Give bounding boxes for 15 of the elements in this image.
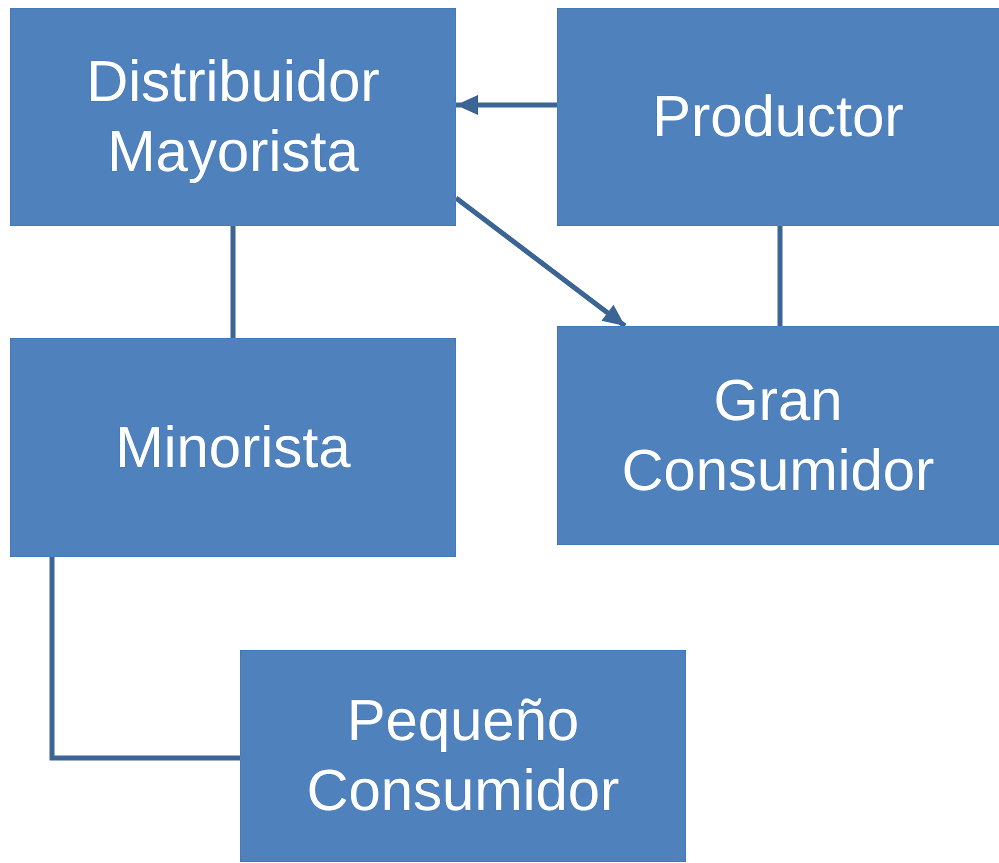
connector-line <box>778 226 782 326</box>
connector-line <box>50 557 240 760</box>
box-label: Distribuidor Mayorista <box>85 48 381 186</box>
box-label: Gran Consumidor <box>620 366 936 504</box>
process-box <box>557 326 999 545</box>
connector-line <box>230 226 236 338</box>
box-label: Pequeño Consumidor <box>306 687 620 825</box>
process-box <box>10 338 456 557</box>
box-label: Minorista <box>115 414 351 482</box>
process-box <box>557 8 999 226</box>
box-label: Productor <box>652 83 904 152</box>
process-box <box>240 650 686 862</box>
process-box <box>10 8 456 226</box>
arrow <box>454 196 626 328</box>
arrow <box>456 95 557 115</box>
